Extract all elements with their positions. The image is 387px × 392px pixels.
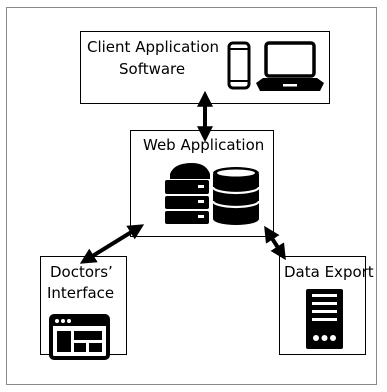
web-export-arrow — [264, 225, 286, 261]
doctors-interface-label-line2: Interface — [47, 284, 115, 302]
database-icon — [211, 167, 261, 225]
web-application-label: Web Application — [143, 136, 265, 154]
web-doctors-arrow — [79, 224, 145, 264]
browser-window-icon — [49, 314, 110, 360]
diagram-frame — [6, 7, 377, 385]
doctors-interface-label-line1: Doctors’ — [50, 263, 113, 281]
laptop-icon — [256, 41, 324, 91]
smartphone-icon — [227, 41, 251, 90]
export-server-icon — [306, 289, 343, 349]
client-application-label-line1: Client Application — [87, 38, 220, 56]
client-application-label-line2: Software — [119, 60, 186, 78]
server-icon — [165, 163, 210, 224]
data-export-label: Data Export — [284, 263, 374, 281]
